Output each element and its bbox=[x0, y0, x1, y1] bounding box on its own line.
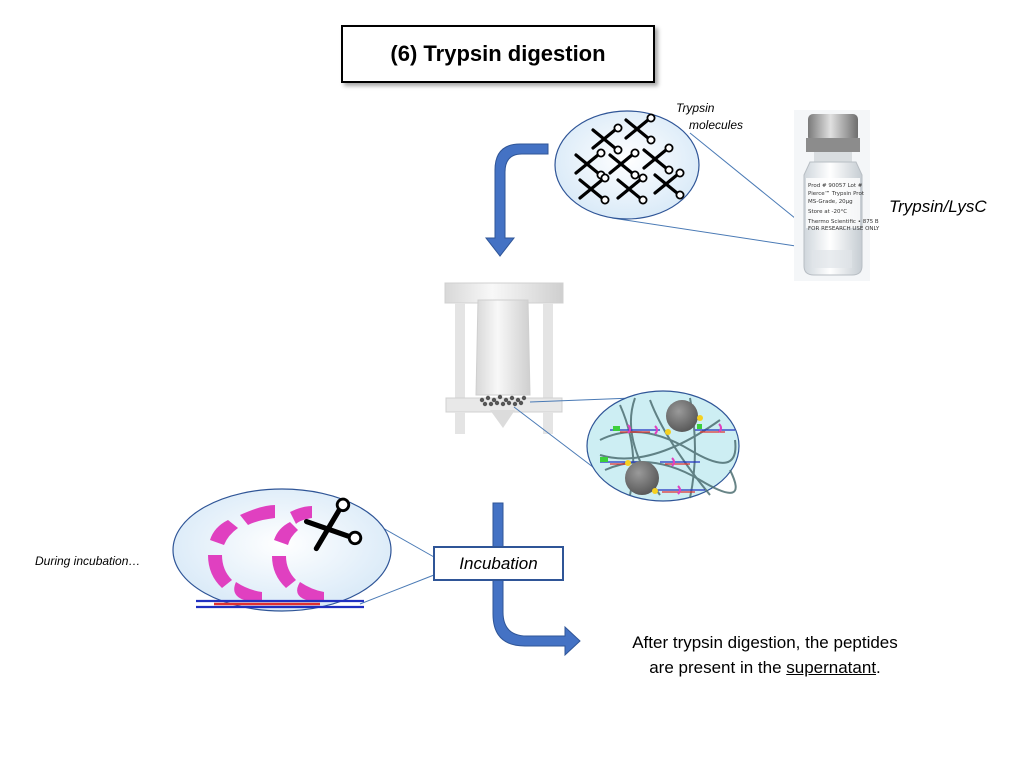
arrow-down bbox=[484, 143, 549, 257]
svg-text:Prod # 90057 Lot #: Prod # 90057 Lot # bbox=[808, 183, 863, 189]
trypsin-lysc-label: Trypsin/LysC bbox=[889, 197, 987, 216]
callout-line bbox=[611, 217, 823, 251]
bead-network-icon bbox=[586, 390, 740, 502]
callout-line bbox=[359, 574, 435, 605]
trypsin-molecules-label-line2: molecules bbox=[689, 118, 744, 132]
final-note-period: . bbox=[876, 658, 881, 677]
final-note: After trypsin digestion, the peptides ar… bbox=[590, 630, 940, 680]
arrow-incubation bbox=[492, 502, 581, 657]
svg-text:Thermo Scientific • 875 B: Thermo Scientific • 875 B bbox=[807, 219, 879, 225]
during-incubation-label: During incubation… bbox=[35, 554, 141, 568]
final-note-line1: After trypsin digestion, the peptides bbox=[632, 633, 898, 652]
supernatant-word: supernatant bbox=[786, 658, 877, 677]
svg-text:Pierce™ Trypsin Prot: Pierce™ Trypsin Prot bbox=[808, 190, 865, 197]
final-note-line2: are present in the supernatant. bbox=[590, 655, 940, 680]
trypsin-molecules-bubble bbox=[554, 110, 700, 220]
incubation-label: Incubation bbox=[459, 553, 538, 573]
svg-text:FOR RESEARCH USE ONLY: FOR RESEARCH USE ONLY bbox=[808, 226, 880, 232]
incubation-box: Incubation bbox=[433, 546, 564, 581]
final-note-line2-text: are present in the bbox=[649, 658, 787, 677]
title-box: (6) Trypsin digestion bbox=[341, 25, 655, 83]
peptide-fragment-icon bbox=[172, 488, 392, 612]
page-title: (6) Trypsin digestion bbox=[390, 41, 606, 66]
svg-text:MS-Grade, 20µg: MS-Grade, 20µg bbox=[808, 199, 853, 205]
svg-text:Store at -20°C: Store at -20°C bbox=[808, 209, 847, 215]
vial-icon: Prod # 90057 Lot # Pierce™ Trypsin Prot … bbox=[794, 110, 880, 281]
trypsin-molecules-label-line1: Trypsin bbox=[676, 101, 715, 115]
filter-plate-well-icon bbox=[444, 282, 564, 434]
